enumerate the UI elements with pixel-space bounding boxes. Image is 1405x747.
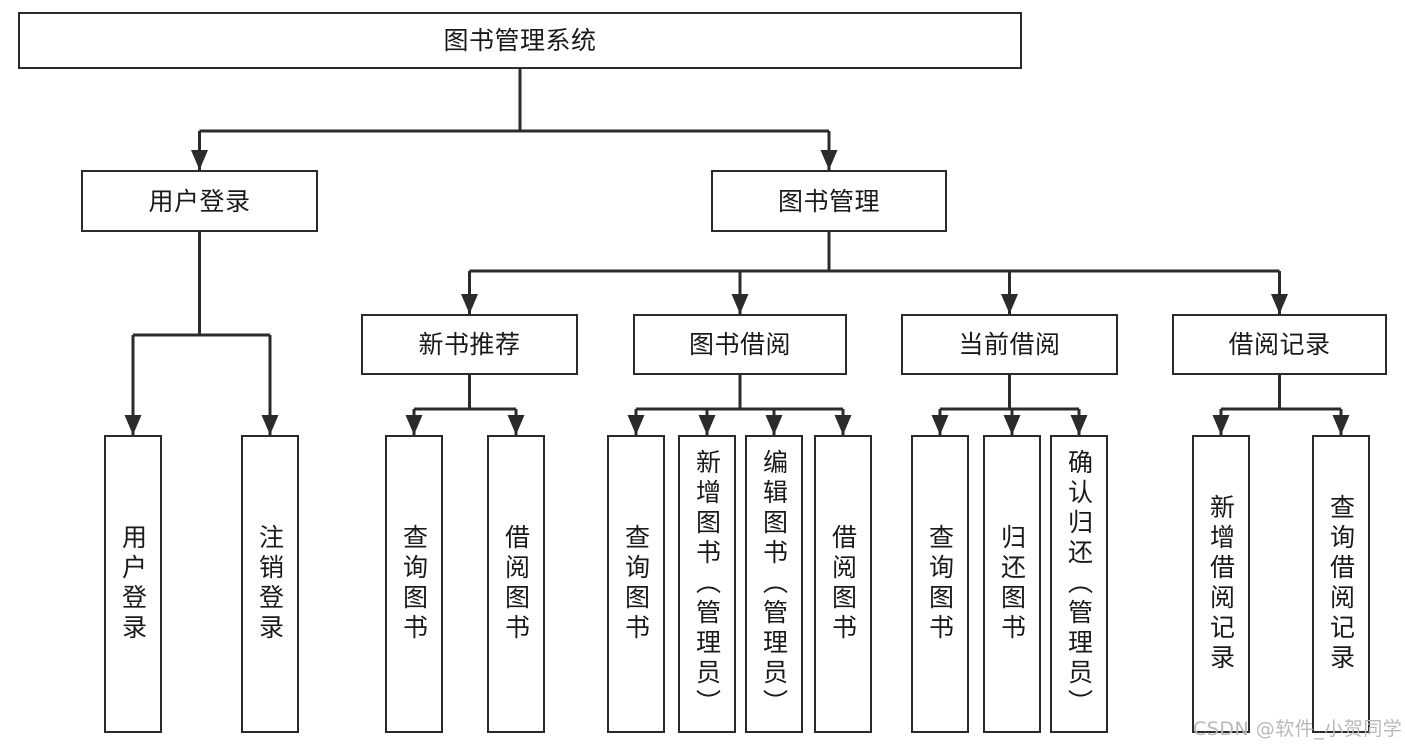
node-book-manage[interactable]: 图书管理 [711, 170, 947, 232]
node-label: 归还图书 [997, 524, 1027, 644]
node-leaf-cur-return[interactable]: 归还图书 [983, 435, 1041, 733]
node-label: 查询图书 [621, 524, 651, 644]
node-borrow-record[interactable]: 借阅记录 [1172, 314, 1387, 375]
arrow-head-current-borrow [1001, 294, 1018, 314]
node-root[interactable]: 图书管理系统 [18, 12, 1022, 69]
node-leaf-book-edit[interactable]: 编辑图书（管理员） [745, 435, 803, 733]
arrow-head-leaf-borrow-query [627, 415, 645, 435]
arrow-head-leaf-rec-borrow [507, 415, 525, 435]
arrow-head-leaf-book-edit [765, 415, 783, 435]
node-new-book-rec[interactable]: 新书推荐 [361, 314, 578, 375]
arrow-head-leaf-user-logout [261, 415, 279, 435]
node-book-borrow[interactable]: 图书借阅 [633, 314, 847, 375]
arrow-head-leaf-rec-query2 [1332, 415, 1350, 435]
node-label: 用户登录 [148, 186, 251, 216]
node-current-borrow[interactable]: 当前借阅 [901, 314, 1118, 375]
node-leaf-rec-query[interactable]: 查询图书 [385, 435, 443, 733]
node-label: 图书管理 [777, 186, 880, 216]
arrow-head-leaf-rec-query [405, 415, 423, 435]
node-leaf-book-add[interactable]: 新增图书（管理员） [678, 435, 736, 733]
node-label: 图书管理系统 [443, 26, 597, 55]
arrow-head-leaf-book-add [698, 415, 716, 435]
node-label: 编辑图书（管理员） [759, 449, 789, 719]
arrow-head-user-login [191, 150, 208, 170]
arrow-head-book-manage [820, 150, 838, 170]
arrow-head-leaf-cur-query [931, 415, 949, 435]
watermark-text: CSDN @软件_小贺同学 [1193, 718, 1403, 740]
arrow-head-book-borrow [731, 294, 749, 314]
node-label: 借阅图书 [501, 524, 531, 644]
node-label: 确认归还（管理员） [1064, 449, 1094, 719]
node-leaf-rec-query2[interactable]: 查询借阅记录 [1312, 435, 1370, 733]
node-label: 新增借阅记录 [1206, 494, 1236, 674]
node-label: 查询图书 [925, 524, 955, 644]
node-leaf-rec-add[interactable]: 新增借阅记录 [1192, 435, 1250, 733]
node-label: 新增图书（管理员） [692, 449, 722, 719]
arrow-head-new-book-rec [461, 294, 478, 314]
node-label: 用户登录 [118, 524, 148, 644]
node-label: 借阅图书 [828, 524, 858, 644]
node-label: 查询借阅记录 [1326, 494, 1356, 674]
node-leaf-book-borrow[interactable]: 借阅图书 [814, 435, 872, 733]
node-label: 图书借阅 [688, 330, 791, 359]
node-leaf-borrow-query[interactable]: 查询图书 [607, 435, 665, 733]
arrow-head-borrow-record [1271, 294, 1288, 314]
node-leaf-user-logout[interactable]: 注销登录 [241, 435, 299, 733]
arrow-head-leaf-rec-add [1212, 415, 1230, 435]
node-leaf-rec-borrow[interactable]: 借阅图书 [487, 435, 545, 733]
node-leaf-cur-query[interactable]: 查询图书 [911, 435, 969, 733]
node-leaf-cur-confirm[interactable]: 确认归还（管理员） [1050, 435, 1108, 733]
arrow-head-leaf-book-borrow [834, 415, 852, 435]
node-label: 注销登录 [255, 524, 285, 644]
node-leaf-user-login[interactable]: 用户登录 [104, 435, 162, 733]
node-label: 借阅记录 [1228, 330, 1331, 359]
arrow-head-leaf-user-login [124, 415, 142, 435]
node-user-login[interactable]: 用户登录 [81, 170, 318, 232]
arrow-head-leaf-cur-confirm [1070, 415, 1088, 435]
arrow-head-leaf-cur-return [1003, 415, 1021, 435]
node-label: 新书推荐 [418, 330, 521, 359]
node-label: 查询图书 [399, 524, 429, 644]
node-label: 当前借阅 [958, 330, 1061, 359]
